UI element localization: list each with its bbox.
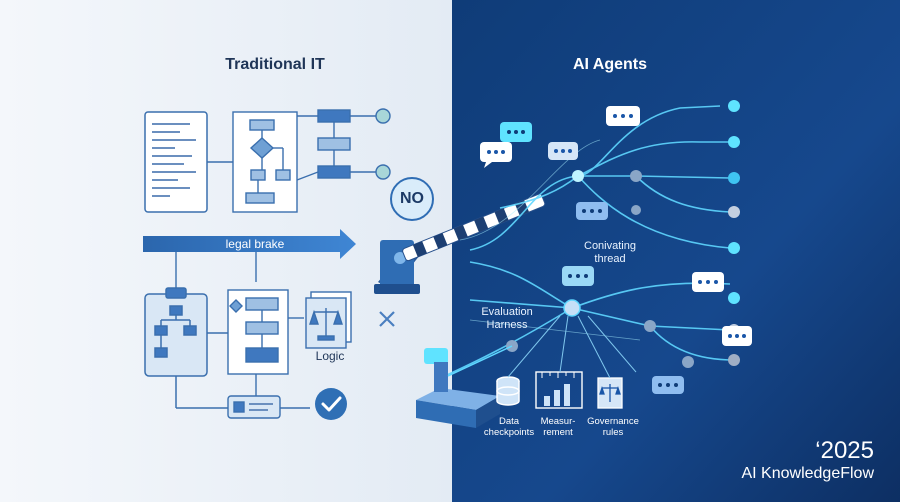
measurement-label: Measur- rement — [540, 416, 576, 438]
ai-agents-title: AI Agents — [572, 56, 648, 73]
thread-label: Conivating thread — [584, 240, 636, 265]
reject-x-icon — [379, 311, 395, 327]
harness-platform — [416, 345, 513, 428]
process-box — [227, 289, 304, 396]
flowchart-top — [207, 111, 298, 213]
document-icon — [144, 111, 208, 213]
clipboard-icon — [144, 287, 228, 409]
barrier-gate — [374, 193, 546, 294]
logic-scale-icon — [305, 291, 352, 349]
measurement-chart-icon — [535, 371, 583, 409]
legal-brake-arrow — [143, 229, 356, 259]
data-checkpoints-label: Data checkpoints — [483, 416, 535, 438]
network-nodes — [506, 100, 740, 368]
database-icon — [496, 376, 520, 406]
agent-network — [435, 105, 735, 381]
right-background — [452, 0, 900, 502]
flowchart-outputs — [296, 108, 391, 181]
legal-brake-label: legal brake — [225, 237, 285, 251]
brand-label: AI KnowledgeFlow — [741, 465, 874, 482]
year-label: ‘2025 — [815, 437, 874, 464]
network-glow — [459, 139, 641, 341]
no-sign-label: NO — [400, 190, 424, 207]
governance-scale-icon — [597, 377, 623, 409]
no-sign — [390, 177, 434, 221]
evaluation-harness-label: Evaluation Harness — [481, 306, 533, 331]
governance-rules-label: Governance rules — [587, 416, 639, 438]
id-card-icon — [227, 395, 310, 419]
logic-label: Logic — [315, 349, 345, 363]
traditional-it-title: Traditional IT — [225, 56, 325, 73]
approved-check-icon — [315, 388, 347, 420]
chat-bubble-icon — [424, 106, 752, 394]
tool-connectors — [507, 315, 637, 379]
